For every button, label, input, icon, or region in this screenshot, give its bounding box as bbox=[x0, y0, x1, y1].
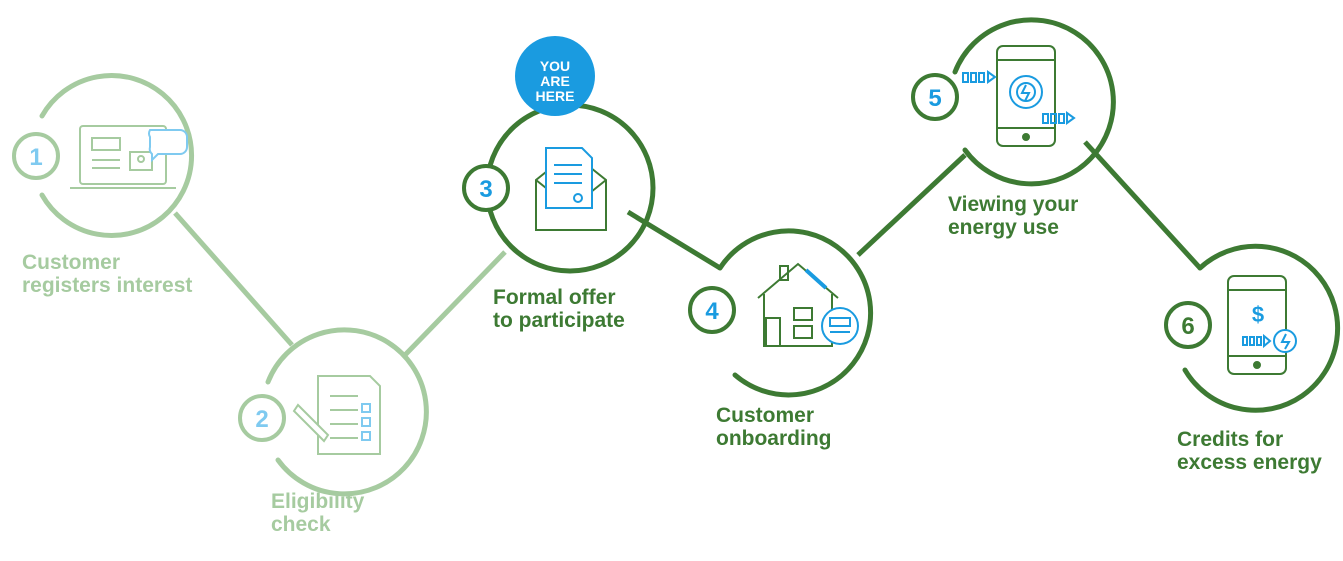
checklist-pen-icon bbox=[292, 375, 381, 455]
badge-line-2: ARE bbox=[540, 73, 570, 89]
step-4-label: Customer onboarding bbox=[716, 404, 832, 450]
connector-5-6 bbox=[1083, 140, 1202, 270]
step-1: 1 bbox=[12, 73, 194, 238]
step-5-number-circle bbox=[911, 73, 959, 121]
step-2-label: Eligibility check bbox=[271, 490, 365, 536]
envelope-letter-icon bbox=[535, 147, 607, 231]
step-4: 4 bbox=[688, 228, 874, 398]
phone-energy-icon bbox=[962, 45, 1076, 147]
step-5: 5 bbox=[911, 17, 1116, 187]
step-6-number-circle bbox=[1164, 301, 1212, 349]
house-meter-icon bbox=[757, 262, 859, 347]
step-1-number: 1 bbox=[29, 144, 42, 171]
step-6: 6 $ bbox=[1164, 243, 1341, 413]
step-4-number-circle bbox=[688, 286, 736, 334]
step-6-number: 6 bbox=[1181, 313, 1194, 340]
step-3-number-circle bbox=[462, 164, 510, 212]
step-4-number: 4 bbox=[705, 298, 719, 325]
phone-dollar-icon: $ bbox=[1227, 275, 1297, 375]
step-6-label: Credits for excess energy bbox=[1177, 428, 1322, 474]
step-4-arc bbox=[717, 228, 874, 398]
step-2-number-circle bbox=[238, 394, 286, 442]
step-1-label: Customer registers interest bbox=[22, 251, 193, 297]
connector-4-5 bbox=[856, 153, 967, 257]
laptop-chat-icon bbox=[70, 125, 188, 189]
step-3: 3 bbox=[462, 102, 656, 274]
badge-line-3: HERE bbox=[536, 88, 575, 104]
step-2-arc bbox=[265, 327, 429, 497]
dollar-icon: $ bbox=[1252, 302, 1264, 327]
step-2: 2 bbox=[238, 327, 429, 497]
badge-line-1: YOU bbox=[540, 58, 570, 74]
step-1-arc bbox=[39, 73, 194, 238]
step-5-label: Viewing your energy use bbox=[948, 193, 1079, 239]
step-2-number: 2 bbox=[255, 406, 268, 433]
step-3-label: Formal offer to participate bbox=[493, 286, 625, 332]
step-1-number-circle bbox=[12, 132, 60, 180]
step-5-number: 5 bbox=[928, 85, 941, 112]
connector-3-4 bbox=[626, 209, 722, 271]
step-6-arc bbox=[1182, 243, 1341, 413]
you-are-here-badge: YOU ARE HERE bbox=[515, 36, 595, 116]
connector-2-3 bbox=[403, 250, 507, 357]
connector-1-2 bbox=[173, 211, 294, 347]
step-3-number: 3 bbox=[479, 176, 492, 203]
step-5-arc bbox=[952, 17, 1116, 187]
